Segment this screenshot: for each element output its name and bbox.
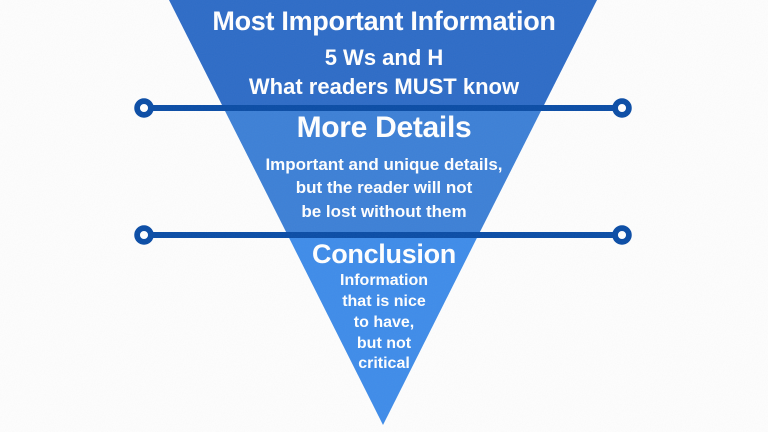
pyramid-bottom-heading: Conclusion (312, 239, 456, 269)
pyramid-middle-line-3: be lost without them (301, 202, 467, 221)
pyramid-bottom-line-4: but not (356, 335, 412, 352)
pyramid-top-line-1: 5 Ws and H (324, 45, 444, 70)
pyramid-bottom-line-5: critical (358, 355, 410, 372)
pyramid-bottom-line-3: to have, (353, 314, 415, 331)
pyramid-top-heading: Most Important Information (212, 6, 556, 36)
pyramid-top-line-2: What readers MUST know (248, 74, 520, 99)
pyramid-middle-line-1: Important and unique details, (265, 155, 503, 174)
pyramid-middle-line-2: but the reader will not (295, 178, 473, 197)
pyramid-bottom-line-1: Information (340, 272, 428, 289)
pyramid-middle-heading: More Details (296, 111, 472, 144)
pyramid-bottom-line-2: that is nice (342, 293, 426, 310)
